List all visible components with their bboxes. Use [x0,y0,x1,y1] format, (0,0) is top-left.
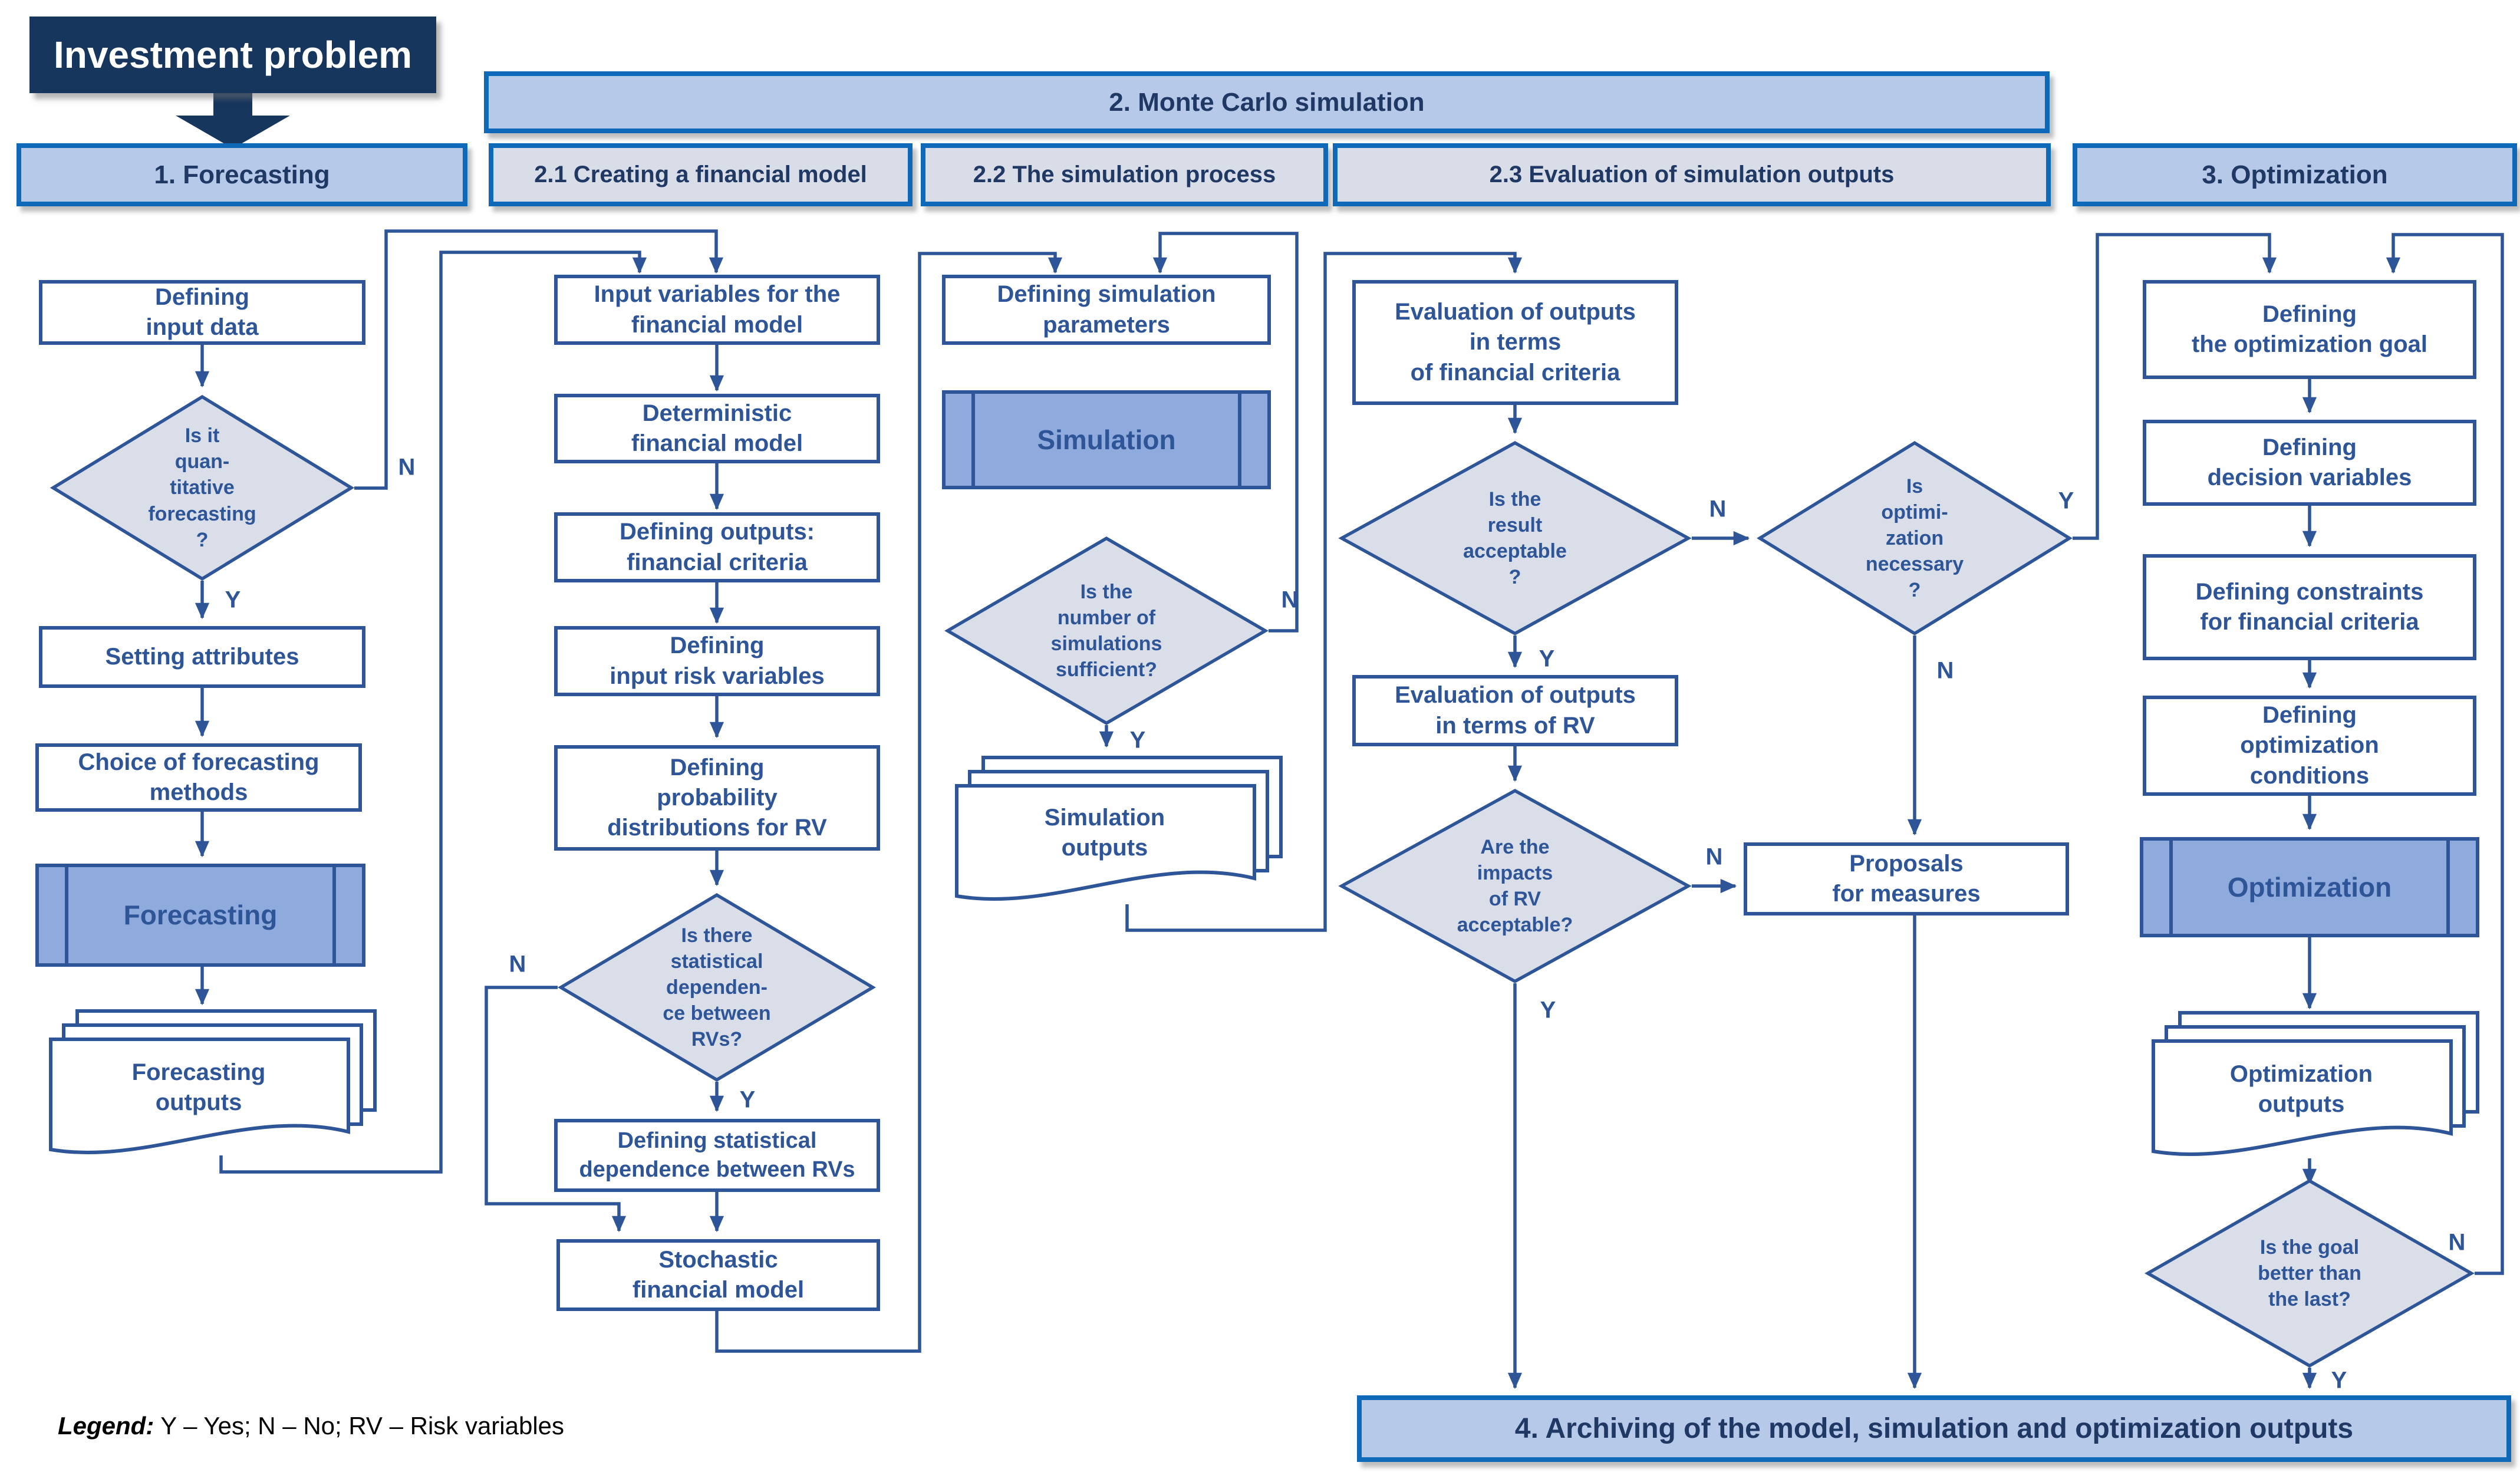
investment-problem-title: Investment problem [29,17,436,93]
decision-is-it-quantitative: Is it quan- titative forecasting ? [50,395,354,581]
document-forecasting-outputs: Forecasting outputs [49,1009,377,1157]
subprocess-stripe [971,394,975,486]
step-setting-attributes: Setting attributes [39,626,365,688]
document-stack-shape [2152,1011,2479,1157]
decision-result-acceptable: Is the result acceptable ? [1338,441,1692,635]
document-stack-shape [955,756,1283,901]
branch-label-n: N [509,951,526,977]
step-defining-constraints: Defining constraints for financial crite… [2143,554,2476,660]
branch-label-y: Y [1540,997,1556,1023]
step-defining-decision-variables: Defining decision variables [2143,420,2476,506]
branch-label-n: N [1936,657,1954,684]
document-stack-shape [49,1009,377,1155]
step-defining-statistical-dependence: Defining statistical dependence between … [554,1119,880,1192]
document-simulation-outputs: Simulation outputs [955,755,1283,904]
subprocess-optimization: Optimization [2140,837,2479,937]
branch-label-y: Y [2058,488,2074,514]
branch-label-y: Y [2331,1367,2347,1394]
decision-optimization-necessary: Is optimi- zation necessary ? [1757,441,2073,635]
subprocess-stripe [65,867,68,963]
branch-label-n: N [2448,1229,2466,1256]
subprocess-stripe [2446,841,2450,934]
step-defining-probability-distributions: Defining probability distributions for R… [554,745,880,851]
branch-label-y: Y [739,1086,756,1113]
step-proposals-for-measures: Proposals for measures [1744,842,2069,915]
decision-statistical-dependence: Is there statistical dependen- ce betwee… [558,893,876,1082]
diamond-shape [558,893,876,1082]
investment-block-arrow [176,93,290,149]
header-archiving: 4. Archiving of the model, simulation an… [1357,1395,2511,1462]
branch-label-y: Y [1539,646,1555,672]
step-deterministic-model: Deterministic financial model [554,394,880,463]
subprocess-forecasting: Forecasting [35,864,365,967]
branch-label-n: N [1281,587,1299,613]
diamond-shape [2145,1179,2475,1368]
step-defining-outputs-criteria: Defining outputs: financial criteria [554,512,880,582]
header-optimization: 3. Optimization [2073,143,2517,206]
branch-label-n: N [398,454,416,480]
subprocess-stripe [332,867,336,963]
header-2-1-creating-model: 2.1 Creating a financial model [489,143,913,206]
step-input-variables: Input variables for the financial model [554,275,880,345]
branch-label-n: N [1705,844,1723,870]
subprocess-simulation: Simulation [942,390,1271,489]
branch-label-n: N [1709,496,1727,522]
header-2-2-simulation-process: 2.2 The simulation process [921,143,1328,206]
diamond-shape [1757,441,2073,635]
subprocess-stripe [2169,841,2173,934]
header-2-3-evaluation-outputs: 2.3 Evaluation of simulation outputs [1333,143,2051,206]
subprocess-stripe [1238,394,1241,486]
diamond-shape [50,395,354,581]
diamond-shape [1338,789,1692,983]
legend: Legend: Y – Yes; N – No; RV – Risk varia… [58,1412,564,1440]
header-forecasting: 1. Forecasting [17,143,467,206]
legend-text: Y – Yes; N – No; RV – Risk variables [154,1412,565,1440]
step-defining-optimization-conditions: Defining optimization conditions [2143,696,2476,796]
step-choice-forecasting-methods: Choice of forecasting methods [35,743,362,812]
decision-number-of-simulations: Is the number of simulations sufficient? [944,536,1269,725]
step-defining-input-risk: Defining input risk variables [554,626,880,696]
step-defining-simulation-parameters: Defining simulation parameters [942,275,1271,345]
branch-label-y: Y [1129,727,1146,753]
diamond-shape [944,536,1269,725]
decision-impacts-acceptable: Are the impacts of RV acceptable? [1338,789,1692,983]
step-defining-optimization-goal: Defining the optimization goal [2143,280,2476,379]
header-monte-carlo: 2. Monte Carlo simulation [484,71,2050,133]
decision-goal-better: Is the goal better than the last? [2145,1179,2475,1368]
step-evaluation-financial-criteria: Evaluation of outputs in terms of financ… [1352,280,1678,405]
document-optimization-outputs: Optimization outputs [2152,1011,2479,1158]
step-defining-input-data: Defining input data [39,280,365,345]
step-evaluation-rv: Evaluation of outputs in terms of RV [1352,675,1678,746]
branch-label-y: Y [225,587,241,613]
diamond-shape [1338,441,1692,635]
step-stochastic-model: Stochastic financial model [556,1239,880,1311]
legend-prefix: Legend: [58,1412,154,1440]
